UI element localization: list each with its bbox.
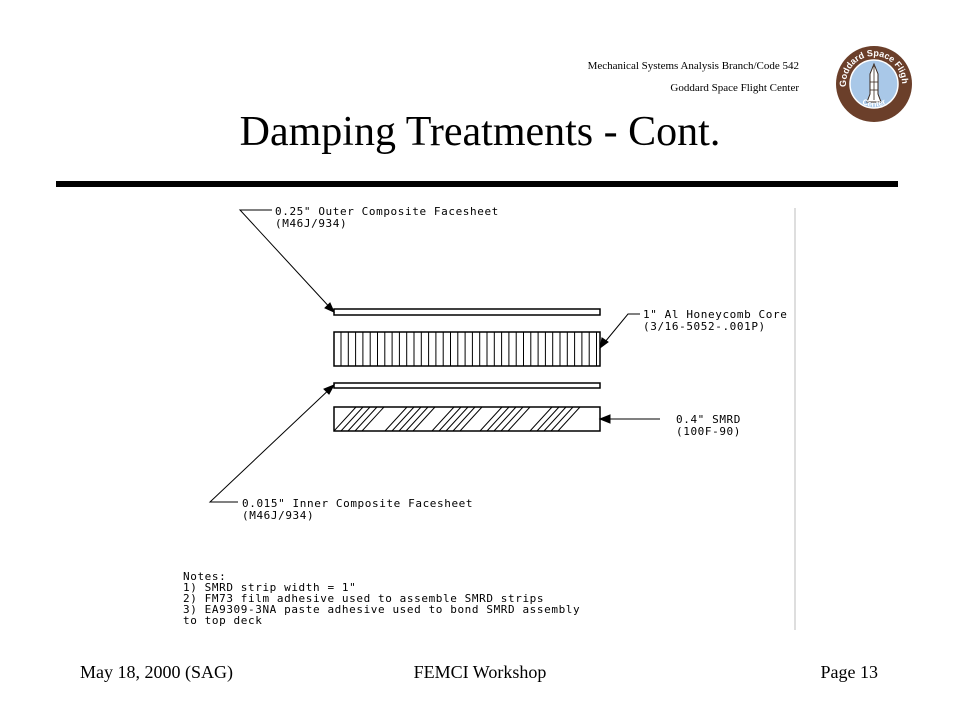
title-divider	[56, 181, 898, 187]
inner-arrow	[323, 384, 336, 395]
outer-facesheet	[333, 308, 601, 316]
callout-core-line1: 1" Al Honeycomb Core	[643, 308, 787, 321]
outer-arrow	[324, 302, 335, 313]
smrd-hatch-line	[550, 407, 574, 431]
callout-outer-line1: 0.25" Outer Composite Facesheet	[275, 205, 499, 218]
footer-date: May 18, 2000 (SAG)	[80, 662, 233, 682]
callout-core-line2: (3/16-5052-.001P)	[643, 320, 766, 333]
page-title: Damping Treatments - Cont.	[239, 109, 721, 155]
smrd-hatch-line	[361, 407, 385, 431]
smrd-arrow	[598, 414, 611, 424]
goddard-logo: Goddard Space Flight Center	[834, 44, 912, 122]
smrd-hatch-line	[354, 407, 378, 431]
smrd-hatch-line	[438, 407, 462, 431]
smrd-hatch-line	[431, 407, 455, 431]
smrd-hatch-line	[557, 407, 581, 431]
note-2: 2) FM73 film adhesive used to assemble S…	[183, 592, 544, 605]
core-arrow	[599, 337, 609, 350]
smrd-hatch-line	[398, 407, 422, 431]
callout-smrd-line1: 0.4" SMRD	[676, 413, 741, 426]
smrd-hatch-line	[500, 407, 524, 431]
smrd-hatch-line	[334, 407, 357, 431]
smrd-hatch-line	[384, 407, 408, 431]
smrd-hatch-line	[405, 407, 429, 431]
smrd-hatch-line	[412, 407, 436, 431]
smrd-hatch-line	[507, 407, 531, 431]
smrd-hatch-line	[543, 407, 567, 431]
callout-inner-line2: (M46J/934)	[242, 509, 314, 522]
smrd-hatch-line	[445, 407, 469, 431]
smrd-hatch-line	[340, 407, 364, 431]
inner-facesheet	[333, 382, 601, 389]
rocket-icon	[866, 62, 882, 103]
footer-page-number: Page 13	[820, 662, 879, 682]
smrd-hatch-line	[391, 407, 415, 431]
smrd-hatch-line	[452, 407, 476, 431]
smrd-hatch-line	[459, 407, 483, 431]
logo-text-bottom: Center	[861, 97, 887, 109]
smrd-hatch-line	[536, 407, 560, 431]
note-1: 1) SMRD strip width = 1"	[183, 581, 356, 594]
smrd-strip	[333, 406, 601, 432]
callout-outer-line2: (M46J/934)	[275, 217, 347, 230]
core-leader	[599, 313, 640, 349]
inner-leader	[208, 384, 335, 503]
smrd-hatch-line	[486, 407, 510, 431]
smrd-hatch-line	[347, 407, 371, 431]
note-3: 3) EA9309-3NA paste adhesive used to bon…	[183, 603, 580, 616]
footer-workshop: FEMCI Workshop	[413, 662, 547, 682]
smrd-hatch-line	[529, 407, 553, 431]
honeycomb-core	[333, 331, 601, 367]
layup-diagram: 0.25" Outer Composite Facesheet (M46J/93…	[183, 205, 796, 630]
center-name: Goddard Space Flight Center	[670, 82, 799, 94]
smrd-hatch-line	[479, 407, 503, 431]
outer-leader	[238, 209, 335, 313]
smrd-hatch-line	[493, 407, 517, 431]
notes-heading: Notes:	[183, 570, 226, 583]
callout-inner-line1: 0.015" Inner Composite Facesheet	[242, 497, 473, 510]
callout-smrd-line2: (100F-90)	[676, 425, 741, 438]
note-3-cont: to top deck	[183, 614, 262, 627]
branch-name: Mechanical Systems Analysis Branch/Code …	[587, 60, 799, 72]
